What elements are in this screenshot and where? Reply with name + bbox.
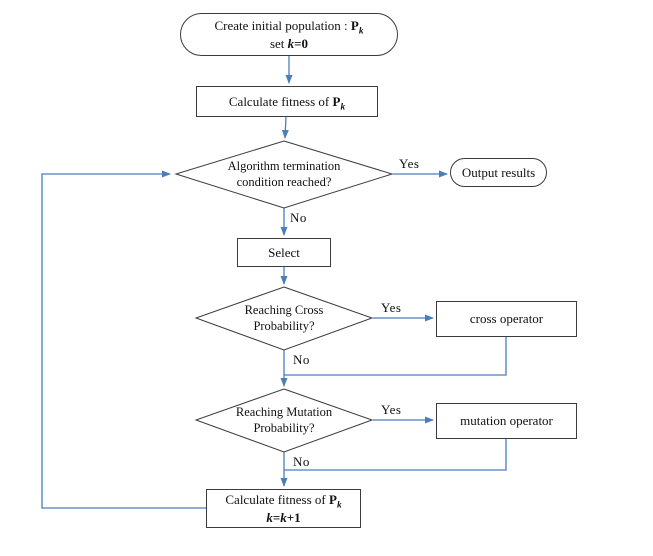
start-node: Create initial population : Pk set k=0 (180, 13, 398, 56)
termination-diamond-shape (174, 140, 394, 209)
termination-no-label: No (290, 210, 307, 225)
output-results-node: Output results (450, 158, 547, 187)
select-label: Select (268, 244, 300, 260)
calc-fitness-top-label: Calculate fitness of Pk (228, 93, 346, 113)
mutation-no-label: No (293, 454, 310, 469)
cross-decision-node: Reaching Cross Probability? (199, 291, 369, 345)
cross-operator-node: cross operator (436, 301, 577, 337)
termination-yes-label: Yes (399, 156, 420, 171)
calc-fitness-bottom-node: Calculate fitness of Pk k=k+1 (206, 489, 361, 528)
cross-diamond-shape (194, 286, 374, 351)
edge-cross-op-return (284, 337, 507, 376)
cross-decision-line1: Reaching Cross (244, 302, 324, 317)
edge-fitness-to-termination (281, 116, 289, 139)
calc-fitness-top-node: Calculate fitness of Pk (196, 86, 378, 117)
output-results-label: Output results (461, 164, 536, 180)
termination-line1: Algorithm termination (227, 158, 341, 173)
select-node: Select (237, 238, 331, 267)
cross-operator-label: cross operator (469, 311, 544, 327)
start-line1: Create initial population : Pk (214, 18, 364, 37)
calc-fitness-bottom-line1: Calculate fitness of Pk (225, 492, 342, 511)
start-line2: set k=0 (269, 35, 309, 51)
mutation-decision-node: Reaching Mutation Probability? (199, 393, 369, 447)
termination-decision-node: Algorithm termination condition reached? (180, 145, 388, 203)
mutation-decision-line2: Probability? (253, 421, 315, 435)
diamond-group (174, 140, 394, 453)
mutation-decision-line1: Reaching Mutation (235, 404, 333, 419)
edge-feedback-loop (41, 170, 206, 509)
connector-group (41, 56, 507, 509)
cross-decision-line2: Probability? (253, 319, 315, 333)
mutation-yes-label: Yes (381, 402, 402, 417)
edge-mutation-op-return (284, 439, 507, 471)
mutation-diamond-shape (194, 388, 374, 453)
termination-line2: condition reached? (236, 175, 332, 189)
mutation-operator-node: mutation operator (436, 403, 577, 439)
calc-fitness-bottom-line2: k=k+1 (266, 509, 301, 525)
cross-yes-label: Yes (381, 300, 402, 315)
mutation-operator-label: mutation operator (460, 413, 553, 429)
cross-no-label: No (293, 352, 310, 367)
